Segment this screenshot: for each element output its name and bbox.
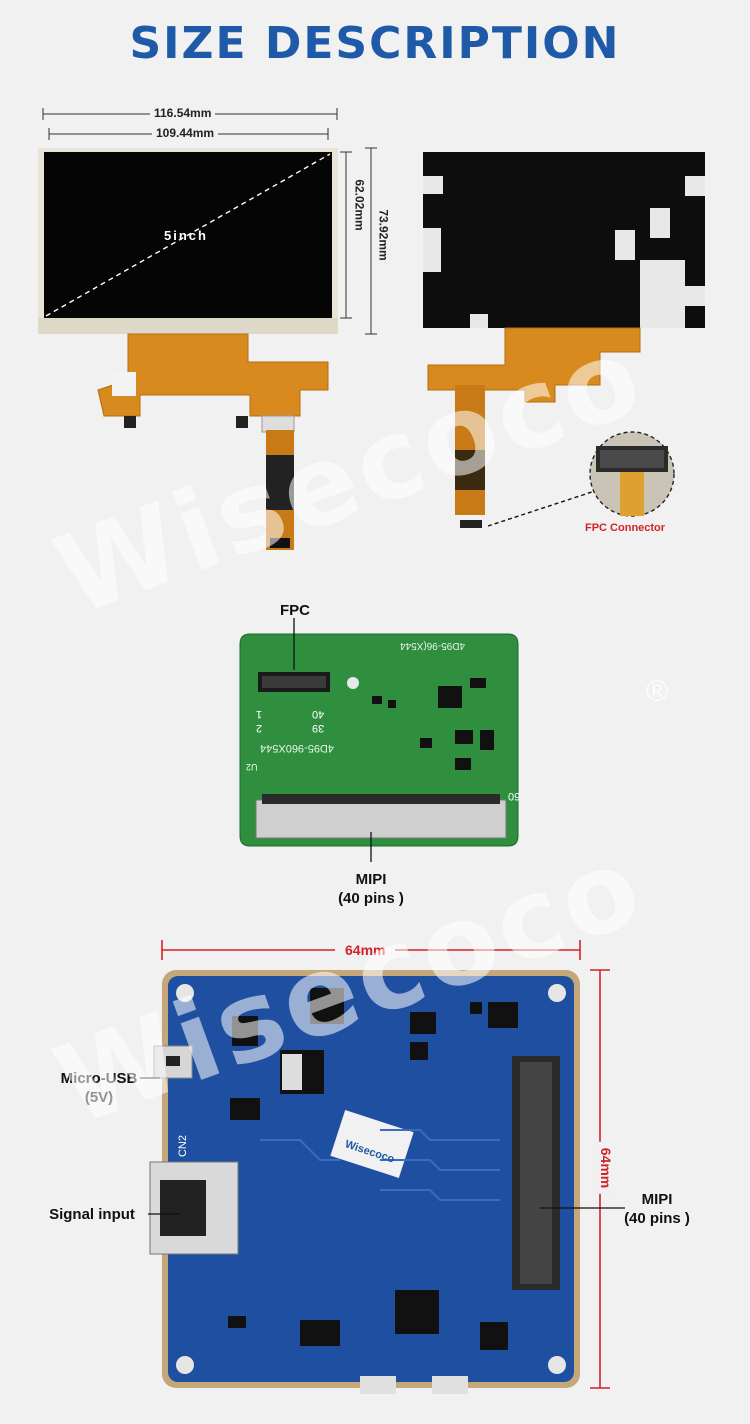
adapter-mipi-line2: (40 pins )	[338, 890, 404, 907]
fpc-connector-label: FPC Connector	[585, 522, 666, 534]
height-dimension-lines	[340, 147, 377, 335]
board-height-label: 64mm	[598, 1141, 615, 1195]
adapter-board-figure	[239, 618, 519, 862]
fpc-connector-back	[460, 520, 482, 528]
cn2-label: CN2	[177, 1134, 190, 1158]
adapter-mipi-line1: MIPI	[355, 871, 387, 888]
button-left	[360, 1376, 396, 1394]
pin-2-label: 2	[256, 722, 263, 734]
outer-width-label: 116.54mm	[150, 106, 216, 120]
display-front-figure	[38, 108, 705, 550]
adapter-mipi-label: MIPI (40 pins )	[321, 870, 421, 908]
diagonal-line	[45, 153, 331, 317]
mount-hole	[347, 677, 359, 689]
page-title: SIZE DESCRIPTION	[129, 18, 621, 69]
driver-mipi-label: MIPI (40 pins )	[612, 1190, 702, 1228]
pin-1-label: 1	[256, 708, 263, 720]
driver-mipi-line2: (40 pins )	[624, 1210, 690, 1227]
qr-label	[112, 372, 136, 396]
board-width-label: 64mm	[335, 942, 396, 958]
pin-39-label: 39	[312, 722, 325, 734]
back-tape-notches	[423, 176, 705, 328]
fpc-back	[427, 327, 641, 403]
mount-holes	[176, 984, 566, 1374]
micro-usb-label: Micro-USB (5V)	[44, 1069, 154, 1107]
fpc-label: FPC	[280, 602, 310, 619]
button-right	[432, 1376, 468, 1394]
silkscreen-mid: 4D95-960X544	[260, 742, 335, 754]
connector-leader-line	[487, 489, 599, 527]
active-width-label: 109.44mm	[152, 126, 219, 140]
mipi-socket	[255, 799, 507, 839]
outer-height-label: 73.92mm	[376, 209, 391, 261]
diagonal-size-label: 5inch	[164, 228, 208, 243]
ref-u2-label: U2	[246, 762, 258, 772]
driver-board-figure	[140, 940, 625, 1394]
driver-pcb	[168, 976, 574, 1382]
micro-usb-line2: (5V)	[84, 1089, 114, 1106]
active-height-label: 62.02mm	[352, 179, 367, 231]
driver-mipi-line1: MIPI	[641, 1191, 673, 1208]
fpc-front	[97, 333, 329, 417]
pin-40-label: 40	[312, 708, 325, 720]
silkscreen-top: 4D95-96(X544	[400, 640, 466, 651]
pin-60-label: 60	[508, 790, 521, 802]
micro-usb-line1: Micro-USB	[60, 1070, 138, 1087]
signal-input-label: Signal input	[49, 1206, 135, 1223]
registered-mark: ®	[646, 675, 669, 708]
